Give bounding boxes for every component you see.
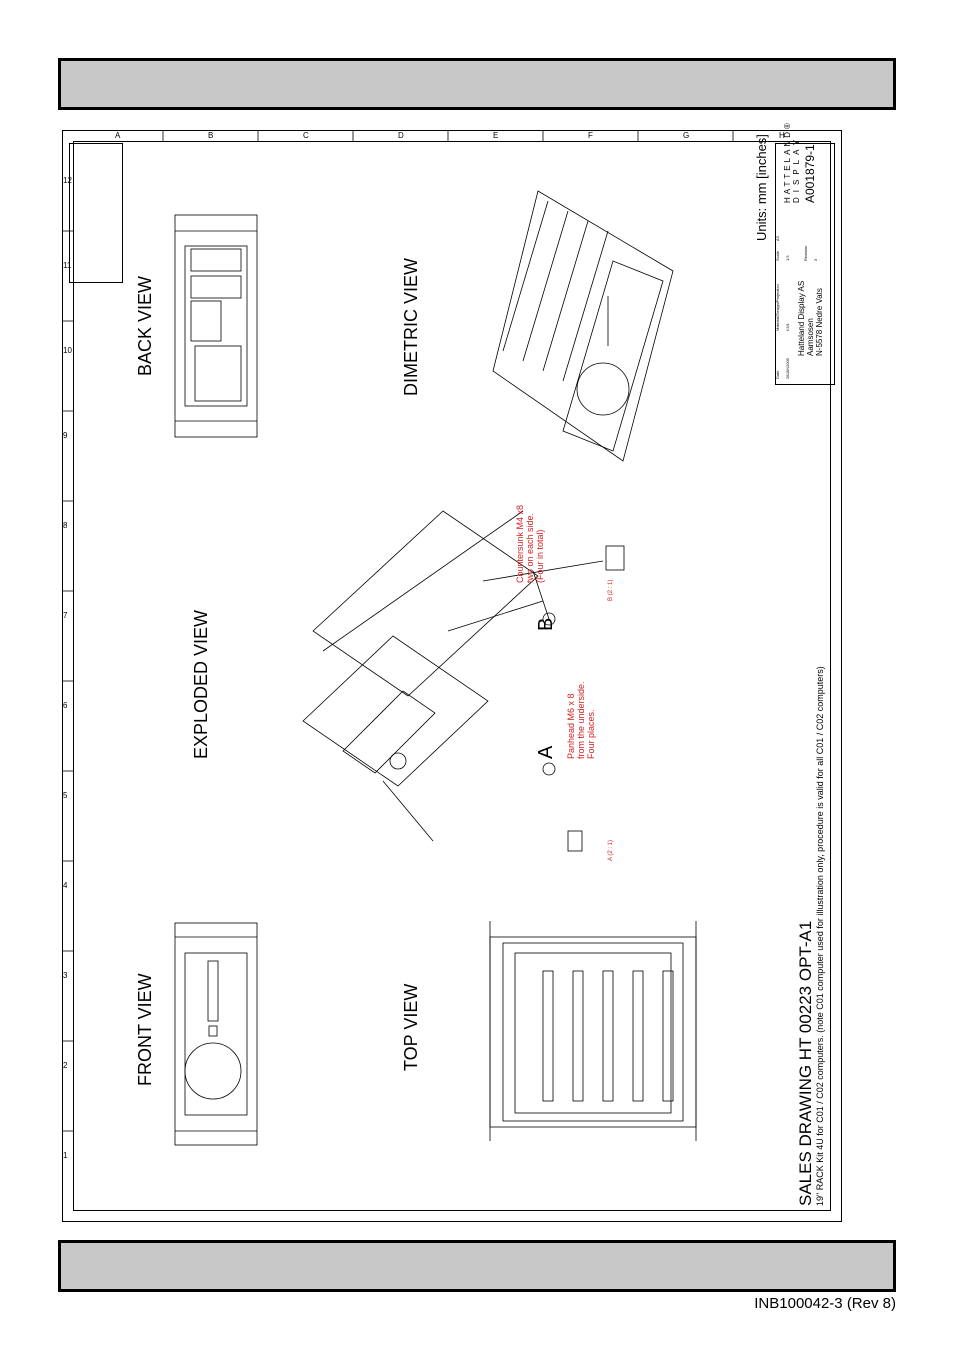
note-line: from the underside. [576, 681, 586, 759]
drawing-number: A001879-1 [803, 144, 817, 203]
front-view-title: FRONT VIEW [135, 973, 155, 1086]
note-line: Panhead M6 x 8 [566, 693, 576, 759]
note-line: Countersunk M4 x8 [515, 504, 525, 583]
brand-logo-line2: DISPLAY [792, 134, 801, 203]
detail-b-label: B (2 : 1) [608, 579, 614, 601]
front-view-drawing [174, 922, 258, 1146]
row-letter: G [683, 131, 690, 140]
col-number: 1 [63, 1151, 68, 1160]
row-letter: E [493, 131, 499, 140]
panhead-note: Panhead M6 x 8 from the underside. Four … [566, 681, 596, 759]
detail-a-label: A (2 : 1) [608, 839, 614, 861]
date-value: 28JAN2009 [785, 358, 790, 379]
brand-logo-line1: HATTELAND® [783, 120, 792, 203]
part-label: Material/Design/Projection [775, 284, 780, 331]
drawing-title: SALES DRAWING HT 00223 OPT-A1 [796, 920, 815, 1206]
exploded-view-title: EXPLODED VIEW [191, 609, 211, 759]
top-view-title: TOP VIEW [401, 983, 421, 1071]
revision-value: 3 [813, 258, 818, 261]
callout-a: A [535, 745, 557, 759]
date-label: Date [775, 370, 780, 379]
countersunk-note: Countersunk M4 x8 two on each side. (Fou… [515, 505, 545, 583]
company-address1: Aamsosen [806, 318, 815, 356]
drawing-lineart [63, 131, 734, 1146]
note-line: (Four in total) [535, 529, 545, 583]
row-letter: H [779, 131, 785, 140]
col-number: 4 [63, 881, 68, 890]
col-number: 3 [63, 971, 68, 980]
col-number: 12 [63, 176, 72, 185]
drawing-frame [73, 141, 831, 1211]
col-number: 6 [63, 701, 68, 710]
col-number: 8 [63, 521, 68, 530]
revision-label: Revision [803, 245, 808, 261]
col-number: 7 [63, 611, 68, 620]
title-block [775, 143, 835, 385]
drawing-subtitle: 19" RACK Kit 4U for C01 / C02 computers.… [815, 666, 825, 1206]
row-letter: F [588, 131, 593, 140]
document-reference: INB100042-3 (Rev 8) [754, 1295, 896, 1312]
scale-label: Scale [775, 250, 780, 261]
note-line: Four places. [586, 709, 596, 759]
col-number: 5 [63, 791, 68, 800]
company-name: Hatteland Display AS [797, 280, 806, 356]
callout-b: B [535, 617, 557, 631]
row-letter: C [303, 131, 309, 140]
footer-band [58, 1240, 896, 1292]
header-band [58, 58, 896, 110]
row-letter: D [398, 131, 404, 140]
col-number: 2 [63, 1061, 68, 1070]
row-letter: B [208, 131, 214, 140]
col-number: 11 [63, 261, 72, 270]
scale-value: 1:5 [785, 255, 790, 261]
col-number: 10 [63, 346, 72, 355]
sheet-size: A3 [775, 236, 780, 241]
exploded-view-drawing [302, 510, 625, 852]
company-address2: N-5578 Nedre Vats [815, 288, 824, 356]
back-view-drawing [174, 214, 258, 438]
revision-table [69, 143, 123, 283]
col-number: 9 [63, 431, 68, 440]
units-label: Units: mm [inches] [754, 134, 769, 241]
note-line: two on each side. [525, 512, 535, 583]
part-value: f:2/1 [785, 323, 790, 331]
top-view-drawing [489, 921, 697, 1141]
drawing-sheet: 1 2 3 4 5 6 7 8 9 10 11 12 A B C D E F G… [62, 120, 842, 1222]
dimetric-view-drawing [492, 190, 674, 462]
dimetric-view-title: DIMETRIC VIEW [401, 258, 421, 396]
back-view-title: BACK VIEW [135, 275, 155, 376]
row-letter: A [115, 131, 121, 140]
